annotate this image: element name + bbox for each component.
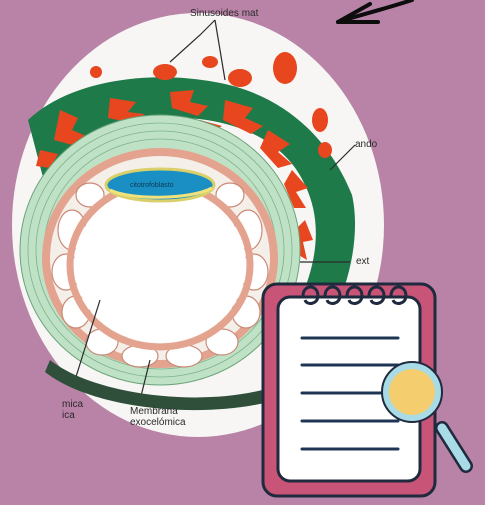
illustration-stage: Sinusoides mat ando ext mica ica Membran… xyxy=(0,0,485,505)
clipboard-notes-icon xyxy=(0,0,485,505)
